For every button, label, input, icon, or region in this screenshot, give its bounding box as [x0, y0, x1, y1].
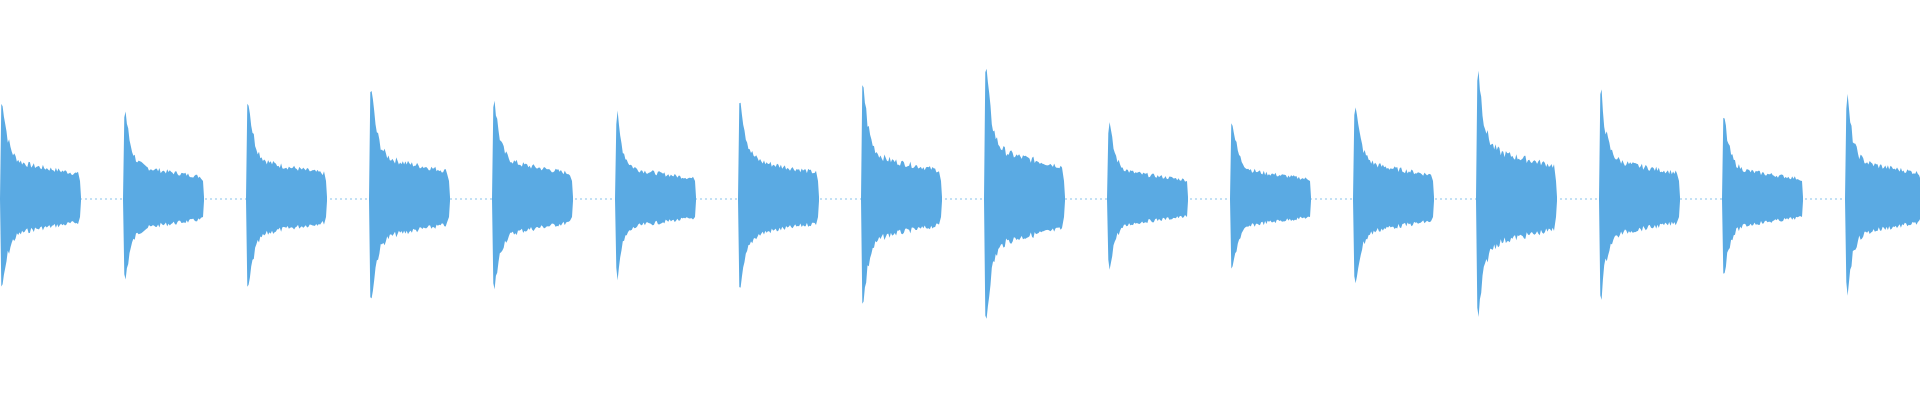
- waveform-hit: [1722, 117, 1803, 274]
- waveform-hit: [1107, 122, 1188, 270]
- waveform-hit: [861, 85, 942, 304]
- waveform-hit: [0, 103, 81, 287]
- waveform-hit: [492, 100, 573, 290]
- waveform-hit: [1599, 89, 1680, 300]
- waveform-hit: [738, 102, 819, 288]
- waveform-hit: [369, 91, 450, 299]
- waveform-hit: [123, 111, 204, 280]
- waveform-hit: [1230, 123, 1311, 269]
- waveform-hit: [1845, 93, 1920, 296]
- waveform-hit: [615, 110, 696, 281]
- waveform-hit: [1476, 70, 1557, 317]
- waveform-hit: [246, 103, 327, 287]
- waveform-hit: [1353, 107, 1434, 284]
- waveform-hit: [984, 68, 1065, 319]
